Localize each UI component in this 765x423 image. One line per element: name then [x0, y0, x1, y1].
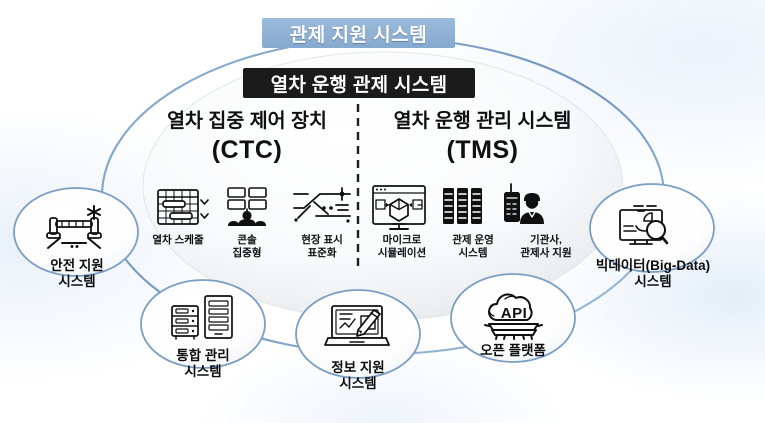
track-layout-icon [293, 187, 351, 223]
tms-column-title: 열차 운행 관리 시스템 [393, 110, 572, 132]
satellite-label-safety: 안전 지원 시스템 [50, 258, 104, 290]
console-operators-icon [227, 187, 267, 226]
svg-text:API: API [501, 305, 528, 322]
tms-item-label-operations: 관제 운영 시스템 [452, 234, 494, 260]
server-cabinet-icon [171, 295, 233, 340]
satellite-label-info: 정보 지원 시스템 [331, 360, 385, 392]
tms-column-abbr: (TMS) [446, 136, 519, 164]
satellite-label-platform: 오픈 플랫폼 [480, 343, 546, 358]
railroad-crossing-icon [46, 205, 102, 249]
ctc-item-label-schedule: 열차 스케줄 [152, 234, 204, 246]
simulation-monitor-icon [372, 185, 426, 230]
satellite-label-bigdata: 빅데이터(Big-Data) 시스템 [595, 258, 711, 290]
ctc-column-title: 열차 집중 제어 장치 [167, 110, 327, 132]
api-cloud-gear-icon: API [484, 293, 543, 340]
satellite-label-integration: 통합 관리 시스템 [176, 348, 230, 380]
satellite-ellipse-integration [140, 279, 266, 369]
satellite-ellipse-safety [13, 187, 139, 277]
ctc-item-label-console: 콘솔 집중형 [232, 234, 262, 260]
laptop-pen-icon [324, 305, 390, 346]
ctc-item-label-field-display: 현장 표시 표준화 [301, 234, 343, 260]
schedule-gantt-icon [157, 189, 209, 225]
server-racks-icon [443, 188, 482, 224]
center-banner-title: 열차 운행 관제 시스템 [243, 68, 475, 98]
tms-item-label-simulation: 마이크로 시뮬레이션 [377, 234, 427, 260]
radio-operator-icon [504, 183, 544, 224]
tms-item-label-support: 기관사, 관제사 지원 [520, 234, 572, 260]
top-banner-title: 관제 지원 시스템 [262, 18, 455, 48]
monitor-magnifier-icon [619, 205, 669, 245]
ctc-column-abbr: (CTC) [211, 136, 283, 164]
